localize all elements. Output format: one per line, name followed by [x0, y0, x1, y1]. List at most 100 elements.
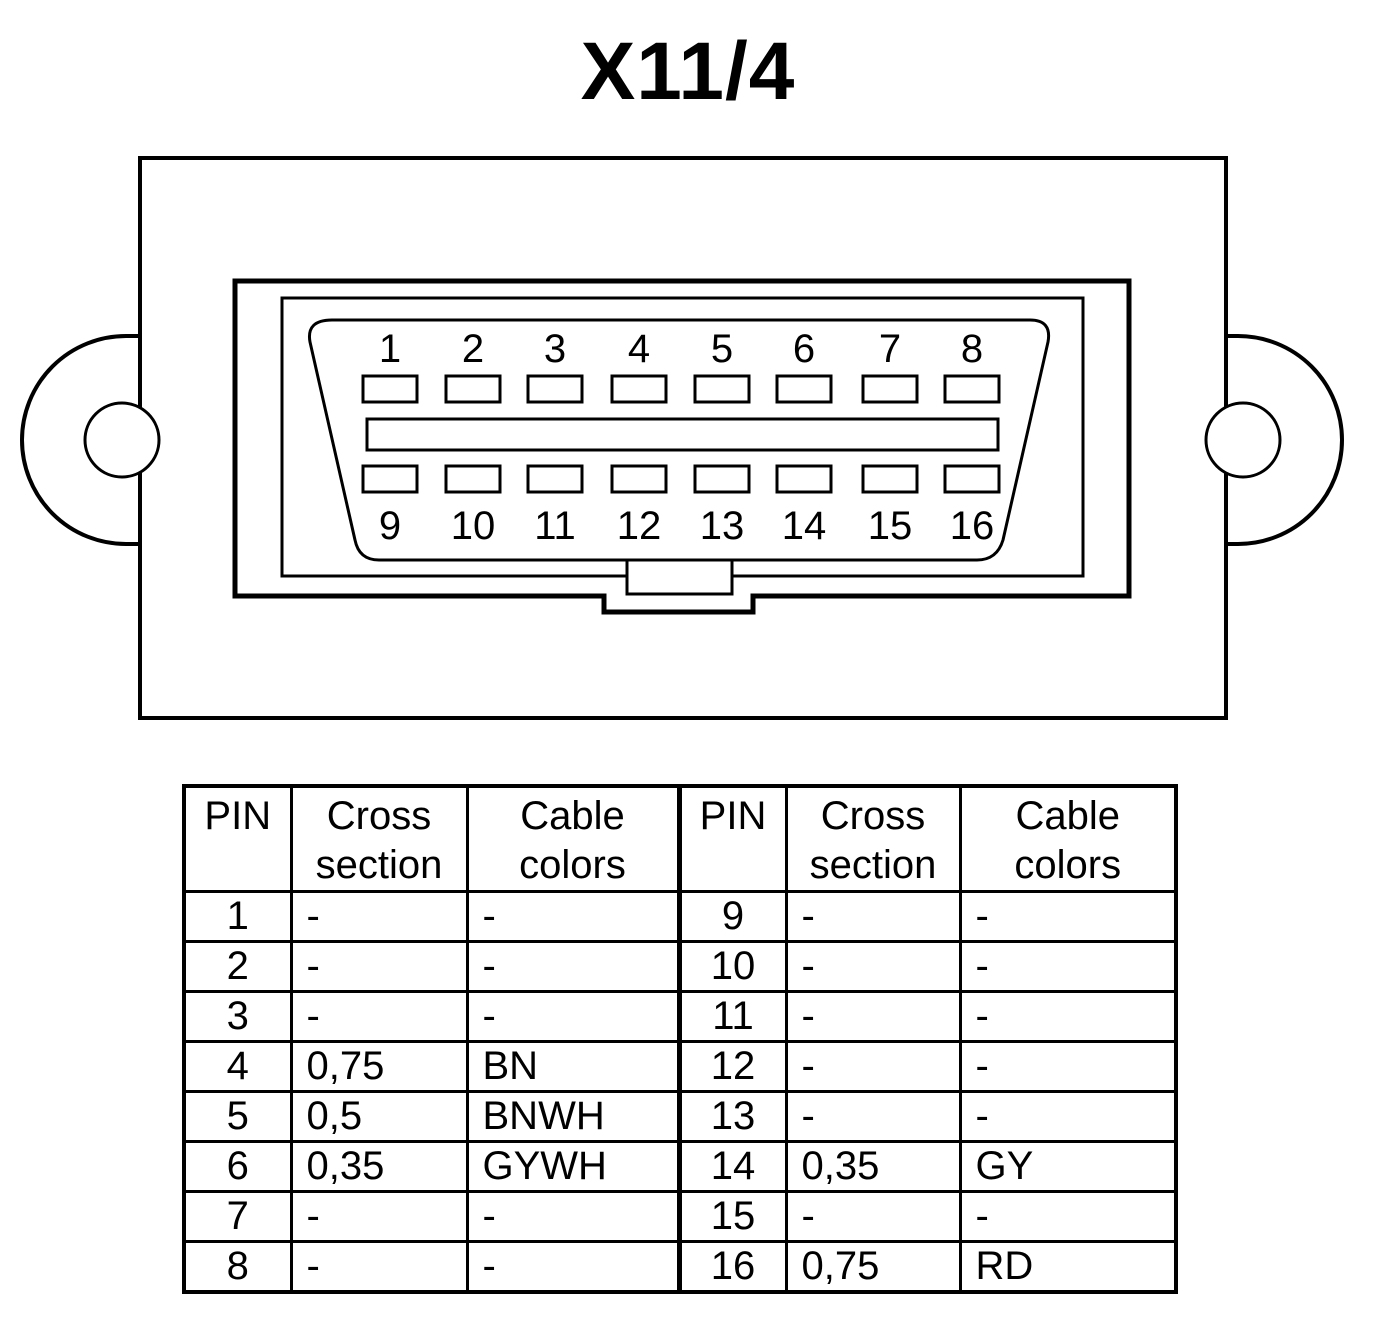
- bottom-pin-contact: [775, 464, 833, 494]
- bottom-pin-contact: [361, 464, 419, 494]
- bottom-pin-label: 14: [782, 504, 827, 548]
- bottom-pin-label: 9: [379, 504, 401, 548]
- top-pin-contact: [861, 374, 919, 404]
- header-pin-right: PIN: [676, 784, 788, 893]
- pin-number-cell: 1: [182, 890, 293, 943]
- cross-section-cell: 0,35: [289, 1139, 469, 1193]
- cross-section-cell: 0,35: [784, 1139, 962, 1193]
- pin-assignment-table: PIN Cross section Cable colors PIN Cross se…: [182, 784, 1178, 1294]
- cable-color-cell: -: [958, 1039, 1178, 1093]
- cross-section-cell: -: [289, 890, 469, 943]
- header-cross-label: Cross: [820, 794, 926, 838]
- header-colors-label: colors: [519, 843, 626, 887]
- top-pin-label: 3: [544, 327, 566, 371]
- cable-color-cell: BNWH: [465, 1089, 681, 1143]
- bottom-pin-label: 12: [617, 504, 662, 548]
- center-divider-bar: [365, 417, 1000, 452]
- cable-color-cell: -: [465, 1189, 681, 1243]
- pin-number-cell: 6: [182, 1139, 293, 1193]
- top-pin-label: 5: [711, 327, 733, 371]
- table-header-row: PIN Cross section Cable colors PIN Cross se…: [182, 784, 1178, 893]
- bottom-pin-contact: [943, 464, 1001, 494]
- cross-section-cell: -: [784, 1089, 962, 1143]
- top-pin-contact: [693, 374, 751, 404]
- top-pin-label: 2: [462, 327, 484, 371]
- cross-section-cell: -: [784, 1189, 962, 1243]
- cross-section-cell: -: [784, 1039, 962, 1093]
- cable-color-cell: -: [958, 1089, 1178, 1143]
- pin-number-cell: 2: [182, 939, 293, 993]
- pin-number-cell: 14: [676, 1139, 788, 1193]
- cross-section-cell: -: [784, 939, 962, 993]
- header-cross-section-left: Cross section: [289, 784, 469, 893]
- pin-number-cell: 8: [182, 1239, 293, 1294]
- connector-title: X11/4: [580, 26, 796, 117]
- top-pin-label: 7: [879, 327, 901, 371]
- header-cable-label: Cable: [1015, 794, 1120, 838]
- top-pin-label: 8: [961, 327, 983, 371]
- table-row: 6 0,35 GYWH 14 0,35 GY: [182, 1139, 1178, 1193]
- cable-color-cell: -: [958, 939, 1178, 993]
- pin-number-cell: 10: [676, 939, 788, 993]
- pin-number-cell: 4: [182, 1039, 293, 1093]
- cross-section-cell: -: [289, 989, 469, 1043]
- top-pin-label: 6: [793, 327, 815, 371]
- cable-color-cell: GY: [958, 1139, 1178, 1193]
- header-section-label: section: [315, 843, 443, 887]
- cross-section-cell: -: [289, 1239, 469, 1294]
- right-mounting-hole: [1204, 401, 1282, 479]
- cross-section-cell: 0,5: [289, 1089, 469, 1143]
- pin-number-cell: 12: [676, 1039, 788, 1093]
- cable-color-cell: -: [958, 1189, 1178, 1243]
- table-row: 5 0,5 BNWH 13 - -: [182, 1089, 1178, 1143]
- top-pin-contact: [943, 374, 1001, 404]
- cable-color-cell: -: [958, 989, 1178, 1043]
- table-row: 7 - - 15 - -: [182, 1189, 1178, 1243]
- top-pin-contact: [526, 374, 584, 404]
- cross-section-cell: 0,75: [784, 1239, 962, 1294]
- table-row: 3 - - 11 - -: [182, 989, 1178, 1043]
- pin-number-cell: 7: [182, 1189, 293, 1243]
- cable-color-cell: GYWH: [465, 1139, 681, 1193]
- bottom-pin-contact: [693, 464, 751, 494]
- cable-color-cell: -: [958, 890, 1178, 943]
- bottom-pin-contact: [861, 464, 919, 494]
- bottom-pin-label: 15: [868, 504, 913, 548]
- pin-number-cell: 3: [182, 989, 293, 1043]
- keying-tab: [625, 558, 734, 596]
- top-pin-contact: [610, 374, 668, 404]
- pin-number-cell: 15: [676, 1189, 788, 1243]
- bottom-pin-label: 16: [950, 504, 995, 548]
- pin-number-cell: 16: [676, 1239, 788, 1294]
- cable-color-cell: -: [465, 890, 681, 943]
- header-cross-label: Cross: [326, 794, 432, 838]
- cross-section-cell: -: [784, 989, 962, 1043]
- left-mounting-hole: [83, 401, 161, 479]
- bottom-pin-contact: [610, 464, 668, 494]
- cable-color-cell: BN: [465, 1039, 681, 1093]
- table-row: 8 - - 16 0,75 RD: [182, 1239, 1178, 1294]
- header-pin-left: PIN: [182, 784, 293, 893]
- cable-color-cell: -: [465, 939, 681, 993]
- top-pin-contact: [775, 374, 833, 404]
- cross-section-cell: -: [289, 939, 469, 993]
- header-section-label: section: [809, 843, 937, 887]
- right-mounting-ear: [1224, 334, 1344, 546]
- cross-section-cell: -: [289, 1189, 469, 1243]
- bottom-pin-label: 10: [451, 504, 496, 548]
- header-cable-label: Cable: [520, 794, 625, 838]
- cable-color-cell: -: [465, 1239, 681, 1294]
- pin-number-cell: 9: [676, 890, 788, 943]
- top-pin-label: 4: [628, 327, 650, 371]
- pin-number-cell: 11: [676, 989, 788, 1043]
- bottom-pin-label: 11: [534, 504, 576, 548]
- header-cable-colors-left: Cable colors: [465, 784, 681, 893]
- table-row: 1 - - 9 - -: [182, 890, 1178, 943]
- bottom-pin-contact: [526, 464, 584, 494]
- pin-number-cell: 5: [182, 1089, 293, 1143]
- header-colors-label: colors: [1014, 843, 1122, 887]
- top-pin-contact: [444, 374, 502, 404]
- top-pin-label: 1: [379, 327, 401, 371]
- bottom-pin-label: 13: [700, 504, 745, 548]
